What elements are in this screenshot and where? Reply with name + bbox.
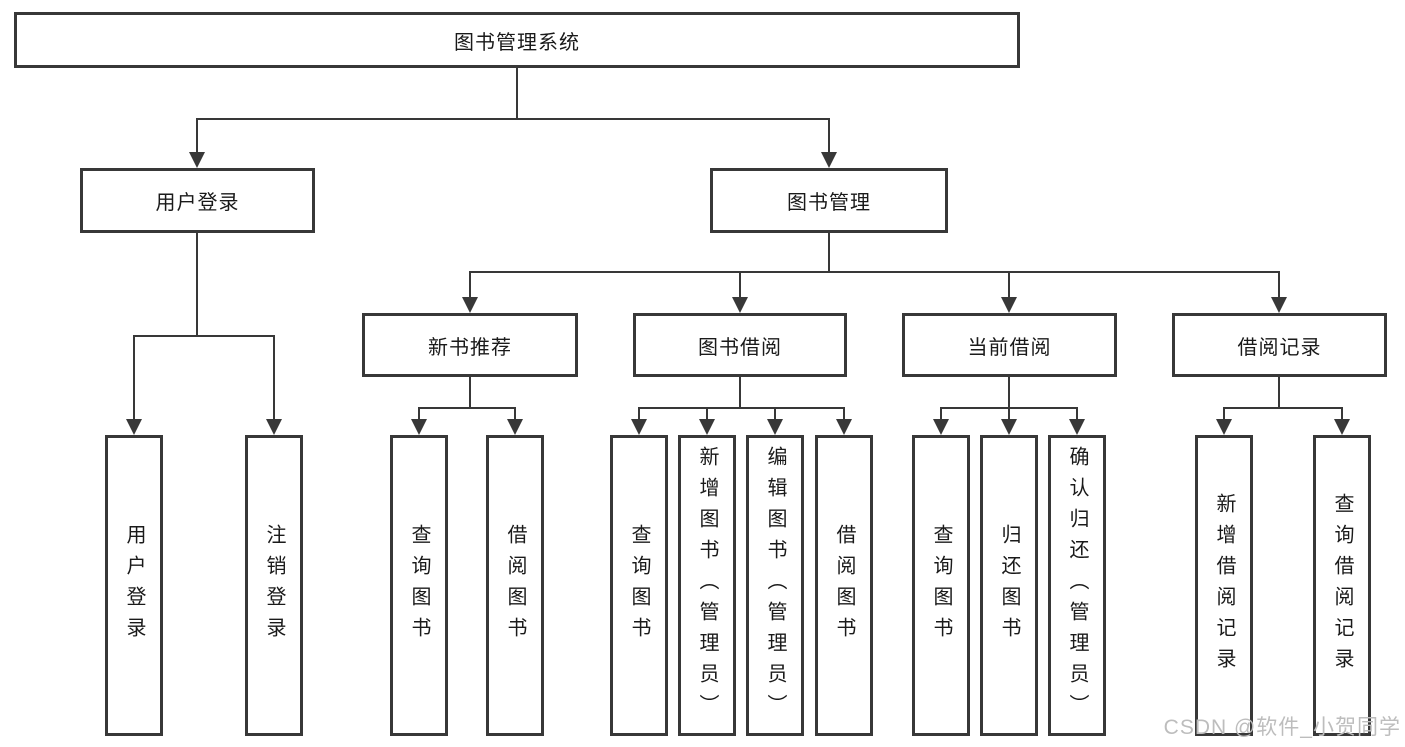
- leaf-query-books-recommend: 查询图书: [390, 435, 448, 736]
- leaf-edit-book-admin: 编辑图书（管理员）: [746, 435, 804, 736]
- node-current-borrow: 当前借阅: [902, 313, 1117, 377]
- node-user-login: 用户登录: [80, 168, 315, 233]
- leaf-return-book: 归还图书: [980, 435, 1038, 736]
- leaf-query-books-recommend-label: 查询图书: [408, 523, 430, 648]
- node-book-management: 图书管理: [710, 168, 948, 233]
- node-book-borrow-label: 图书借阅: [698, 336, 782, 359]
- leaf-confirm-return-admin-label: 确认归还（管理员）: [1066, 446, 1088, 725]
- leaf-edit-book-admin-label: 编辑图书（管理员）: [764, 446, 786, 725]
- node-new-book-recommend-label: 新书推荐: [428, 336, 512, 359]
- watermark-text: CSDN @软件_小贺同学: [1163, 716, 1401, 739]
- leaf-add-book-admin: 新增图书（管理员）: [678, 435, 736, 736]
- node-book-borrow: 图书借阅: [633, 313, 847, 377]
- leaf-confirm-return-admin: 确认归还（管理员）: [1048, 435, 1106, 736]
- leaf-query-books-current-label: 查询图书: [930, 523, 952, 648]
- leaf-borrow-books-recommend: 借阅图书: [486, 435, 544, 736]
- node-new-book-recommend: 新书推荐: [362, 313, 578, 377]
- root-node: 图书管理系统: [14, 12, 1020, 68]
- leaf-query-borrow-record-label: 查询借阅记录: [1331, 492, 1353, 679]
- root-node-label: 图书管理系统: [454, 31, 580, 54]
- node-borrow-records: 借阅记录: [1172, 313, 1387, 377]
- leaf-add-book-admin-label: 新增图书（管理员）: [696, 446, 718, 725]
- node-user-login-label: 用户登录: [155, 192, 240, 214]
- leaf-return-book-label: 归还图书: [998, 523, 1020, 648]
- leaf-user-login-label: 用户登录: [123, 523, 145, 648]
- leaf-add-borrow-record-label: 新增借阅记录: [1213, 492, 1235, 679]
- node-current-borrow-label: 当前借阅: [967, 336, 1052, 359]
- leaf-user-login: 用户登录: [105, 435, 163, 736]
- leaf-borrow-books-label: 借阅图书: [833, 523, 855, 648]
- leaf-logout: 注销登录: [245, 435, 303, 736]
- leaf-query-books-borrow-label: 查询图书: [628, 523, 650, 648]
- leaf-query-borrow-record: 查询借阅记录: [1313, 435, 1371, 736]
- leaf-query-books-borrow: 查询图书: [610, 435, 668, 736]
- leaf-add-borrow-record: 新增借阅记录: [1195, 435, 1253, 736]
- leaf-query-books-current: 查询图书: [912, 435, 970, 736]
- leaf-borrow-books-recommend-label: 借阅图书: [504, 523, 526, 648]
- node-borrow-records-label: 借阅记录: [1237, 336, 1322, 359]
- node-book-management-label: 图书管理: [787, 192, 871, 214]
- leaf-borrow-books: 借阅图书: [815, 435, 873, 736]
- leaf-logout-label: 注销登录: [263, 523, 285, 648]
